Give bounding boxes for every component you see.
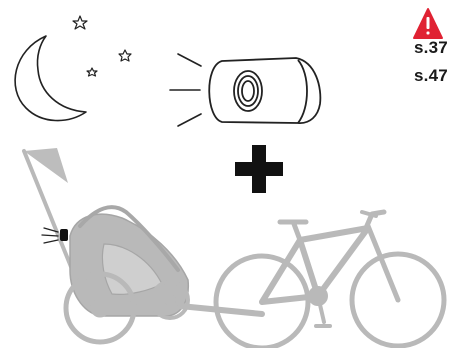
bicycle-front-wheel — [349, 251, 447, 348]
page-reference-1: s.37 — [414, 38, 448, 57]
trailer-wheel-front — [150, 280, 190, 320]
page-reference-2: s.47 — [414, 66, 448, 85]
bike-light-icon — [208, 57, 322, 124]
plus-icon — [235, 145, 283, 193]
bicycle-rear-wheel — [213, 253, 311, 348]
star-icon — [118, 49, 132, 62]
trailer-hitch-arm — [177, 303, 265, 317]
moon-icon — [14, 35, 87, 122]
flag-pole — [22, 149, 80, 286]
trailer-flag — [24, 148, 68, 183]
child-trailer — [22, 148, 265, 345]
bicycle — [213, 209, 447, 348]
trailer-light — [60, 229, 68, 241]
light-rays — [169, 53, 202, 127]
trailer-wheel-rear — [63, 271, 137, 345]
star-icon — [86, 67, 98, 77]
star-icon — [72, 15, 88, 30]
warning-triangle-icon — [413, 8, 443, 39]
